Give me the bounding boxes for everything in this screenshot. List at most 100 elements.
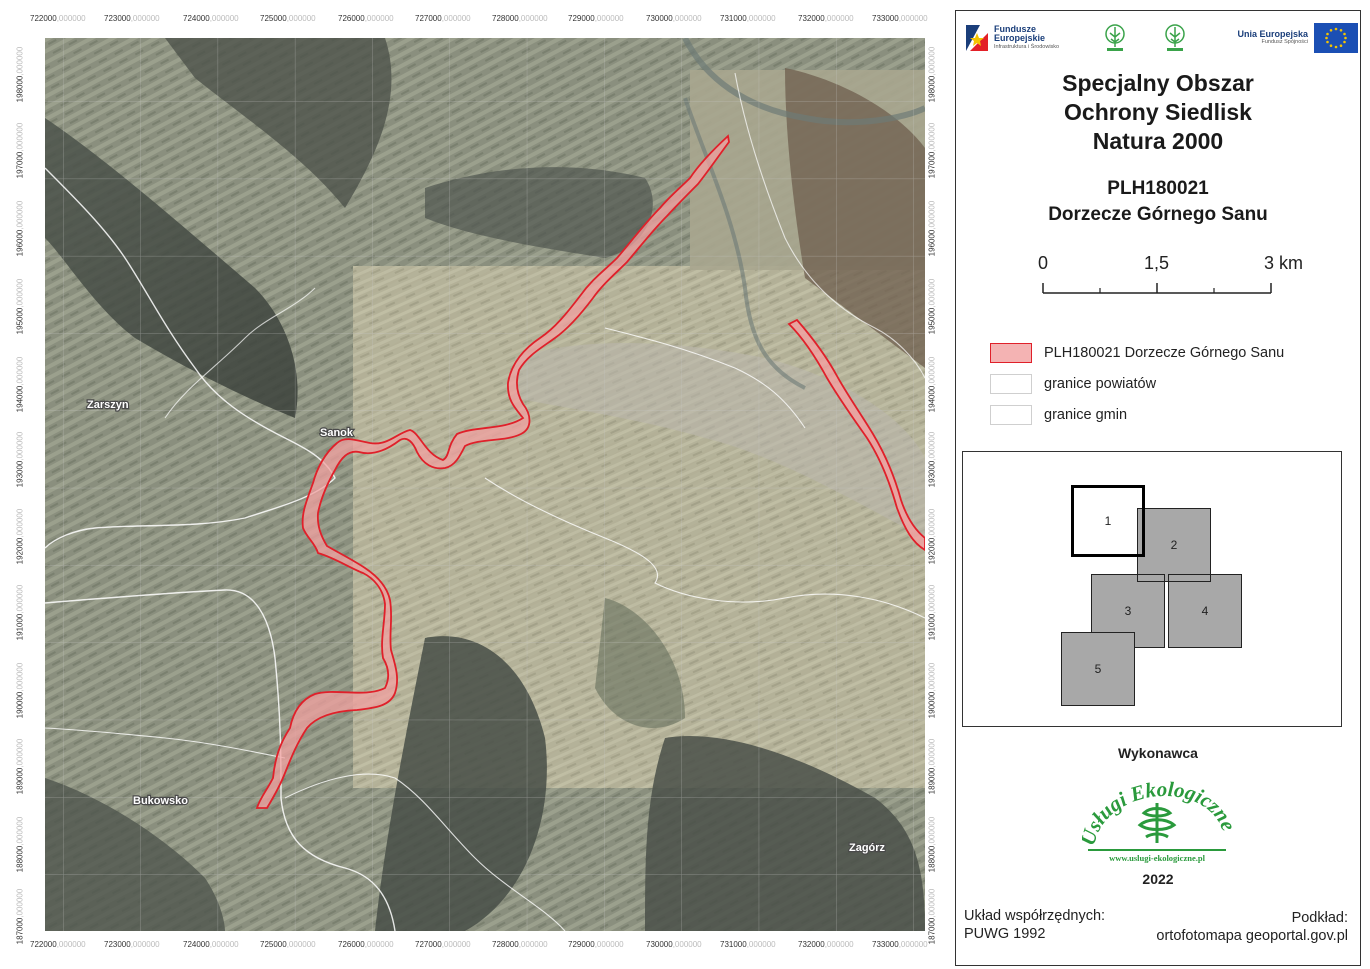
grid-x-label-top: 729000,000000 bbox=[568, 14, 624, 23]
grid-y-label-right: 188000,000000 bbox=[927, 816, 937, 873]
grid-y-label-left: 188000,000000 bbox=[15, 816, 25, 873]
map-title-line1: Specjalny Obszar bbox=[1062, 70, 1254, 96]
legend-label: granice gmin bbox=[1044, 407, 1128, 423]
grid-y-label-left: 187000,000000 bbox=[15, 888, 25, 945]
grid-x-label-bottom: 731000,000000 bbox=[720, 940, 776, 949]
scale-label-zero: 0 bbox=[1038, 253, 1049, 273]
municipality-boundary bbox=[484, 477, 925, 619]
legend-swatch-protected-area bbox=[990, 343, 1032, 363]
grid-x-label-top: 727000,000000 bbox=[415, 14, 471, 23]
municipality-boundary bbox=[604, 327, 806, 429]
basemap-source-label: Podkład: ortofotomapa geoportal.gov.pl bbox=[1156, 910, 1348, 944]
map-title-line3: Natura 2000 bbox=[1092, 128, 1224, 154]
place-label-sanok: Sanok bbox=[320, 427, 354, 439]
grid-x-label-bottom: 729000,000000 bbox=[568, 940, 624, 949]
scale-label-mid: 1,5 bbox=[1144, 253, 1170, 273]
grid-y-label-right: 198000,000000 bbox=[927, 46, 937, 103]
grid-x-label-top: 725000,000000 bbox=[260, 14, 316, 23]
legend-swatch-municipality-boundaries bbox=[990, 405, 1032, 425]
grid-x-label-bottom: 725000,000000 bbox=[260, 940, 316, 949]
grid-x-label-bottom: 730000,000000 bbox=[646, 940, 702, 949]
map-title-line2: Ochrony Siedlisk bbox=[1064, 99, 1252, 125]
grid-x-label-top: 732000,000000 bbox=[798, 14, 854, 23]
municipality-boundary bbox=[284, 773, 566, 931]
place-label-bukowsko: Bukowsko bbox=[133, 795, 188, 807]
european-funds-text: Fundusze Europejskie Infrastruktura i Śr… bbox=[994, 24, 1060, 51]
index-sheet-5[interactable]: 5 bbox=[1061, 632, 1135, 706]
scale-label-end: 3 km bbox=[1264, 253, 1304, 273]
eko-logo-url: www.uslugi-ekologiczne.pl bbox=[1109, 853, 1206, 863]
environment-fund-tree-icon bbox=[1165, 24, 1185, 51]
grid-y-label-left: 190000,000000 bbox=[15, 662, 25, 719]
grid-x-label-top: 722000,000000 bbox=[30, 14, 86, 23]
protected-area-main[interactable] bbox=[255, 134, 730, 809]
grid-x-label-bottom: 723000,000000 bbox=[104, 940, 160, 949]
grid-y-label-right: 193000,000000 bbox=[927, 431, 937, 488]
grid-x-label-top: 730000,000000 bbox=[646, 14, 702, 23]
grid-x-label-bottom: 722000,000000 bbox=[30, 940, 86, 949]
municipality-boundary bbox=[45, 727, 286, 759]
grid-y-label-right: 196000,000000 bbox=[927, 200, 937, 257]
grid-x-label-bottom: 724000,000000 bbox=[183, 940, 239, 949]
grid-y-label-right: 194000,000000 bbox=[927, 356, 937, 413]
grid-y-label-left: 191000,000000 bbox=[15, 584, 25, 641]
grid-y-label-right: 191000,000000 bbox=[927, 584, 937, 641]
grid-x-label-bottom: 727000,000000 bbox=[415, 940, 471, 949]
map-title-block: Specjalny Obszar Ochrony Siedlisk Natura… bbox=[956, 69, 1360, 228]
grid-x-label-bottom: 733000,000000 bbox=[872, 940, 928, 949]
eu-flag-icon bbox=[1314, 23, 1358, 53]
site-code: PLH180021 bbox=[1107, 178, 1209, 199]
legend-label: PLH180021 Dorzecze Górnego Sanu bbox=[1044, 345, 1285, 361]
legend-panel: Fundusze Europejskie Infrastruktura i Śr… bbox=[955, 10, 1361, 966]
county-boundary bbox=[45, 167, 336, 549]
contractor-label: Wykonawca bbox=[1118, 745, 1198, 761]
funding-logos-row: Fundusze Europejskie Infrastruktura i Śr… bbox=[962, 17, 1358, 61]
map-frame: 722000,000000 723000,000000 724000,00000… bbox=[15, 14, 937, 949]
sheet-index-map: 2 3 4 5 1 bbox=[962, 451, 1342, 727]
grid-y-label-right: 195000,000000 bbox=[927, 278, 937, 335]
grid-y-label-left: 197000,000000 bbox=[15, 122, 25, 179]
coordinate-grid bbox=[45, 38, 925, 931]
coordinate-system-label: Układ współrzędnych: PUWG 1992 bbox=[964, 908, 1106, 942]
grid-y-label-left: 193000,000000 bbox=[15, 431, 25, 488]
grid-x-label-top: 726000,000000 bbox=[338, 14, 394, 23]
municipality-boundary bbox=[164, 287, 316, 419]
grid-y-label-left: 195000,000000 bbox=[15, 278, 25, 335]
european-funds-star-icon bbox=[966, 25, 988, 51]
grid-x-label-top: 731000,000000 bbox=[720, 14, 776, 23]
protected-area-east[interactable] bbox=[787, 318, 925, 552]
grid-y-label-right: 187000,000000 bbox=[927, 888, 937, 945]
grid-x-label-top: 728000,000000 bbox=[492, 14, 548, 23]
scale-bar: 0 1,5 3 km bbox=[1036, 253, 1316, 303]
european-funds-logo: Fundusze Europejskie Infrastruktura i Śr… bbox=[964, 21, 1084, 59]
grid-y-label-right: 197000,000000 bbox=[927, 122, 937, 179]
index-sheet-1-current[interactable]: 1 bbox=[1071, 485, 1145, 557]
grid-y-label-right: 192000,000000 bbox=[927, 508, 937, 565]
index-sheet-2-outline bbox=[1137, 508, 1211, 582]
grid-x-label-top: 733000,000000 bbox=[872, 14, 928, 23]
orthophoto-map[interactable]: Zarszyn Sanok Bukowsko Zagórz bbox=[45, 38, 925, 931]
municipality-boundary bbox=[734, 72, 925, 379]
uslugi-ekologiczne-logo: Usługi Ekologiczne www.uslugi-ekologiczn… bbox=[1075, 769, 1241, 869]
grid-y-label-left: 189000,000000 bbox=[15, 738, 25, 795]
map-year: 2022 bbox=[1142, 871, 1174, 887]
grid-x-label-top: 723000,000000 bbox=[104, 14, 160, 23]
ministry-tree-icon bbox=[1105, 24, 1125, 51]
legend-label: granice powiatów bbox=[1044, 376, 1157, 392]
county-boundary bbox=[45, 589, 396, 931]
site-name: Dorzecze Górnego Sanu bbox=[1048, 204, 1268, 225]
eko-tree-logo-icon: Usługi Ekologiczne www.uslugi-ekologiczn… bbox=[1075, 777, 1241, 863]
place-label-zagorz: Zagórz bbox=[849, 842, 886, 854]
grid-x-label-bottom: 728000,000000 bbox=[492, 940, 548, 949]
grid-x-label-top: 724000,000000 bbox=[183, 14, 239, 23]
grid-x-label-bottom: 732000,000000 bbox=[798, 940, 854, 949]
grid-x-label-bottom: 726000,000000 bbox=[338, 940, 394, 949]
place-label-zarszyn: Zarszyn bbox=[87, 399, 129, 411]
grid-y-label-left: 198000,000000 bbox=[15, 46, 25, 103]
grid-y-label-left: 192000,000000 bbox=[15, 508, 25, 565]
grid-y-label-left: 194000,000000 bbox=[15, 356, 25, 413]
grid-y-label-left: 196000,000000 bbox=[15, 200, 25, 257]
index-sheet-4[interactable]: 4 bbox=[1168, 574, 1242, 648]
scale-bar-line bbox=[1042, 283, 1272, 294]
legend-swatch-county-boundaries bbox=[990, 374, 1032, 394]
